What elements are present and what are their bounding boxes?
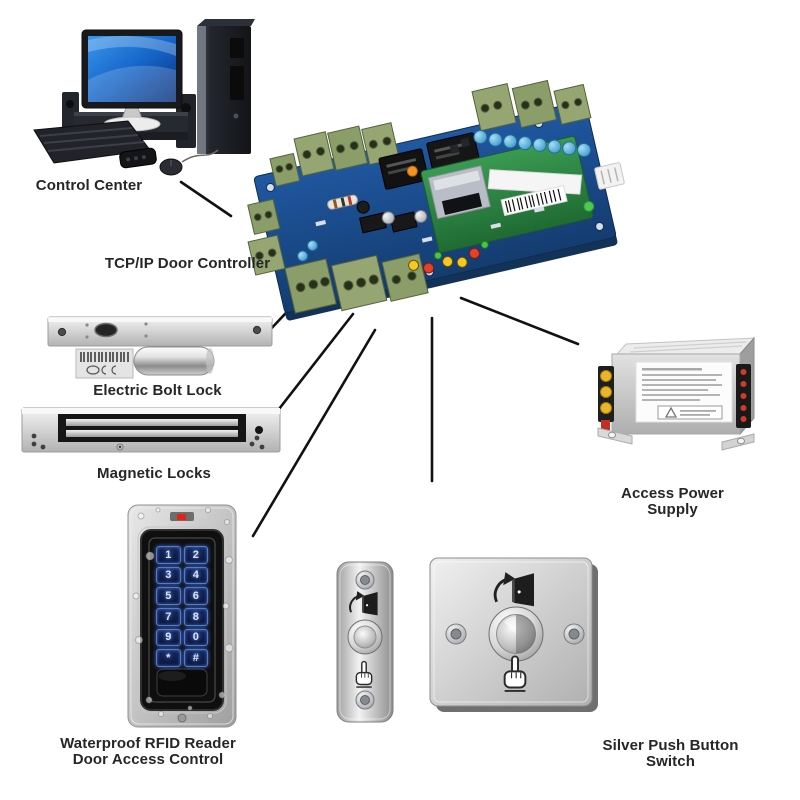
card-reader-window [156,668,208,697]
connection-line-controller-magnetic-lock [270,312,355,420]
keypad-key: 0 [183,628,208,647]
keypad-key: 3 [156,566,181,585]
warning-triangle-icon [664,406,678,418]
capacitors [297,129,592,262]
push-button-switch-label: Silver Push Button Switch [602,737,739,770]
control-center-illustration [33,19,255,176]
power-supply-label [635,361,733,423]
power-terminals-right [736,364,751,428]
mouse [159,158,183,176]
door-controller-label: TCP/IP Door Controller [104,255,271,272]
remote-control [119,147,157,169]
connection-lines [179,180,580,538]
rfid-reader-label: Waterproof RFID Reader Door Access Contr… [52,736,244,768]
computer-tower [197,19,255,154]
square-push-button-illustration [429,557,598,712]
barcode-sticker [500,184,568,217]
ethernet-port [427,165,491,220]
keyboard [33,120,151,164]
terminal-blocks [247,79,592,314]
magnetic-lock-illustration [21,407,281,453]
keypad-key: 4 [183,566,208,585]
led-green [583,200,595,212]
narrow-push-button-illustration [336,561,394,723]
electric-bolt-lock-label: Electric Bolt Lock [93,382,222,399]
connection-line-controller-rfid-reader [251,328,377,538]
rfid-keypad-keys: 1 2 3 4 5 6 7 8 9 0 * # [156,546,208,667]
water-droplets [132,507,234,719]
keypad-key: * [156,649,181,667]
door-controller-board [247,79,625,321]
network-daughterboard [420,135,595,254]
led-orange [406,165,418,177]
status-leds [408,240,489,274]
keypad-key: 7 [156,607,181,626]
control-center-label: Control Center [35,177,143,194]
monitor-screen [88,36,176,102]
rfid-reader-label-line2: Door Access Control [72,750,224,768]
electric-bolt-lock-illustration [47,316,273,379]
status-led-red [177,514,186,520]
bolt-lock-label [75,348,134,379]
keypad-key: # [183,649,208,667]
access-power-supply-label: Access Power Supply [621,485,724,518]
rfid-reader-label-line1: Waterproof RFID Reader [60,735,236,752]
power-supply-illustration [597,336,756,451]
keypad-key: 8 [183,607,208,626]
keypad-key: 5 [156,587,181,605]
wire-connector [594,162,625,190]
keypad-key: 9 [156,628,181,647]
power-terminals-left [598,366,614,430]
keypad-key: 1 [156,546,181,564]
magnetic-lock-screws [31,433,265,450]
keypad-key: 6 [183,587,208,605]
keypad-key: 2 [183,546,208,564]
relays [378,132,481,190]
magnetic-locks-label: Magnetic Locks [97,465,211,482]
connection-line-computer-controller [179,180,233,218]
bolt-cylinder [133,346,215,376]
connection-line-controller-power-supply [459,296,580,346]
